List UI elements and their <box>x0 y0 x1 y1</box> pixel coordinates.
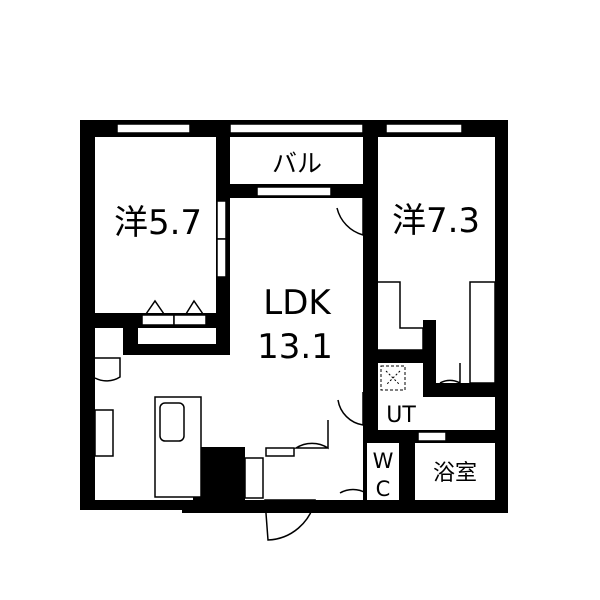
closet-small <box>95 328 123 355</box>
kitchen-counter <box>154 396 202 498</box>
laundry-area <box>378 363 423 398</box>
closet-western-7-3-right <box>469 281 496 384</box>
room-balcony <box>230 137 363 184</box>
label-ldk: LDK <box>263 283 332 323</box>
label-toilet-c: C <box>376 477 391 501</box>
closet-triangle-icon <box>145 299 204 315</box>
closet-door[interactable] <box>173 314 207 326</box>
window-balcony <box>229 123 364 134</box>
room-toilet <box>367 443 399 500</box>
washing-machine-icon <box>380 365 406 391</box>
label-western-room-2: 洋7.3 <box>392 201 480 241</box>
door-entrance-hall[interactable] <box>293 420 329 450</box>
sink-icon <box>159 402 185 442</box>
door-closet-western-7-3[interactable] <box>439 363 461 385</box>
partition-wall <box>423 320 436 390</box>
entrance-door[interactable] <box>264 499 316 541</box>
label-toilet-w: W <box>373 449 394 473</box>
window-western-7-3 <box>385 123 463 134</box>
label-balcony: バル <box>272 149 322 178</box>
refrigerator-space <box>94 409 114 457</box>
entrance-step <box>265 447 295 457</box>
closet-western-7-3 <box>378 281 424 351</box>
window-ldk-balcony <box>256 186 332 197</box>
room-bathroom <box>415 443 495 500</box>
door-toilet[interactable] <box>339 467 367 495</box>
closet-door[interactable] <box>141 314 175 326</box>
label-utility: UT <box>386 403 416 428</box>
door-western-7-3[interactable] <box>336 198 364 236</box>
bathroom-door[interactable] <box>417 431 447 442</box>
window-western-5-7 <box>116 123 191 134</box>
room-western-5-7 <box>95 137 216 313</box>
room-utility <box>378 397 495 430</box>
closet <box>138 328 216 344</box>
door-utility[interactable] <box>337 392 364 426</box>
label-ldk-size: 13.1 <box>257 327 333 367</box>
door-closet-small[interactable] <box>94 357 121 382</box>
shoe-box <box>244 457 264 499</box>
washing-machine-cross-icon <box>385 370 401 386</box>
sliding-door[interactable] <box>216 200 227 240</box>
label-western-room-1: 洋5.7 <box>114 203 202 243</box>
sliding-door[interactable] <box>216 238 227 278</box>
label-bathroom: 浴室 <box>433 461 477 486</box>
